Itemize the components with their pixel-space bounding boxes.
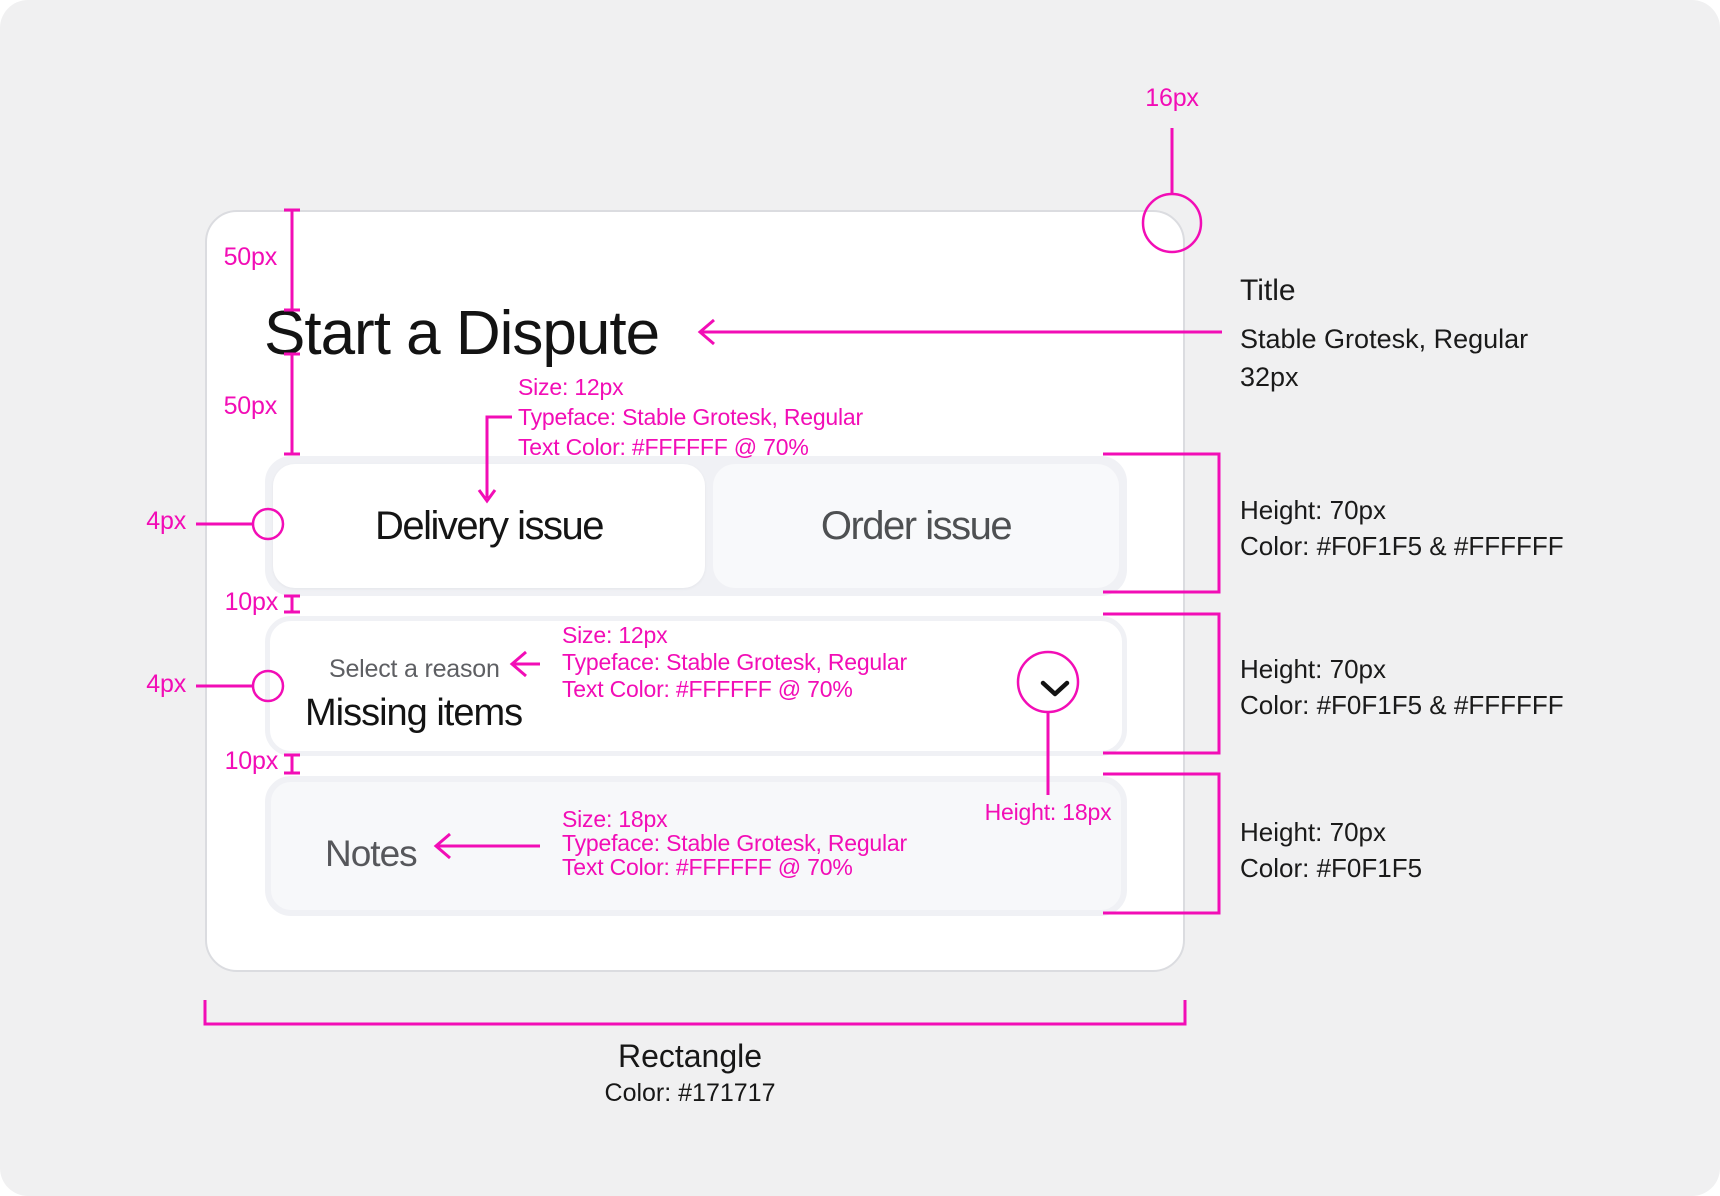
row-gap-label-2: 10px [224, 747, 279, 775]
tab-delivery-issue[interactable]: Delivery issue [273, 464, 705, 588]
row-gap-label-1: 10px [224, 588, 279, 616]
corner-radius-label: 16px [1145, 84, 1199, 112]
row2-spec-block: Height: 70px Color: #F0F1F5 & #FFFFFF [1240, 654, 1564, 720]
reason-dropdown-label: Select a reason [329, 655, 500, 683]
reason-dropdown-value: Missing items [305, 692, 523, 734]
notes-text-spec: Size: 18px Typeface: Stable Grotesk, Reg… [562, 806, 907, 880]
dropdown-text-spec: Size: 12px Typeface: Stable Grotesk, Reg… [562, 622, 907, 702]
tab-text-spec: Size: 12px Typeface: Stable Grotesk, Reg… [518, 374, 863, 460]
rectangle-color-label: Color: #171717 [604, 1079, 776, 1107]
row3-spec-block: Height: 70px Color: #F0F1F5 [1240, 817, 1423, 883]
notes-input[interactable]: Notes [265, 776, 1127, 916]
tab-order-issue[interactable]: Order issue [713, 464, 1119, 588]
rectangle-label: Rectangle [617, 1038, 763, 1074]
chevron-height-label: Height: 18px [984, 799, 1112, 825]
dispute-dialog-card: Start a Dispute Delivery issue Order iss… [205, 210, 1185, 972]
page-title: Start a Dispute [264, 299, 660, 368]
notes-placeholder: Notes [325, 833, 418, 874]
dot-offset-label-2: 4px [146, 670, 186, 698]
bracket-card-width [203, 1000, 1187, 1026]
row1-spec-block: Height: 70px Color: #F0F1F5 & #FFFFFF [1240, 495, 1564, 561]
top-padding-label: 50px [223, 243, 278, 271]
reason-dropdown[interactable]: Select a reason Missing items [265, 616, 1127, 756]
chevron-down-icon[interactable] [1033, 667, 1077, 711]
tab-order-issue-label: Order issue [820, 503, 1013, 548]
tab-delivery-issue-label: Delivery issue [375, 503, 604, 548]
issue-type-tab-group: Delivery issue Order issue [265, 456, 1127, 596]
title-gap-label: 50px [223, 392, 278, 420]
dot-offset-label-1: 4px [146, 507, 186, 535]
title-spec-block: Title Stable Grotesk, Regular 32px [1240, 274, 1529, 392]
title-spec-heading: Title [1240, 274, 1296, 307]
